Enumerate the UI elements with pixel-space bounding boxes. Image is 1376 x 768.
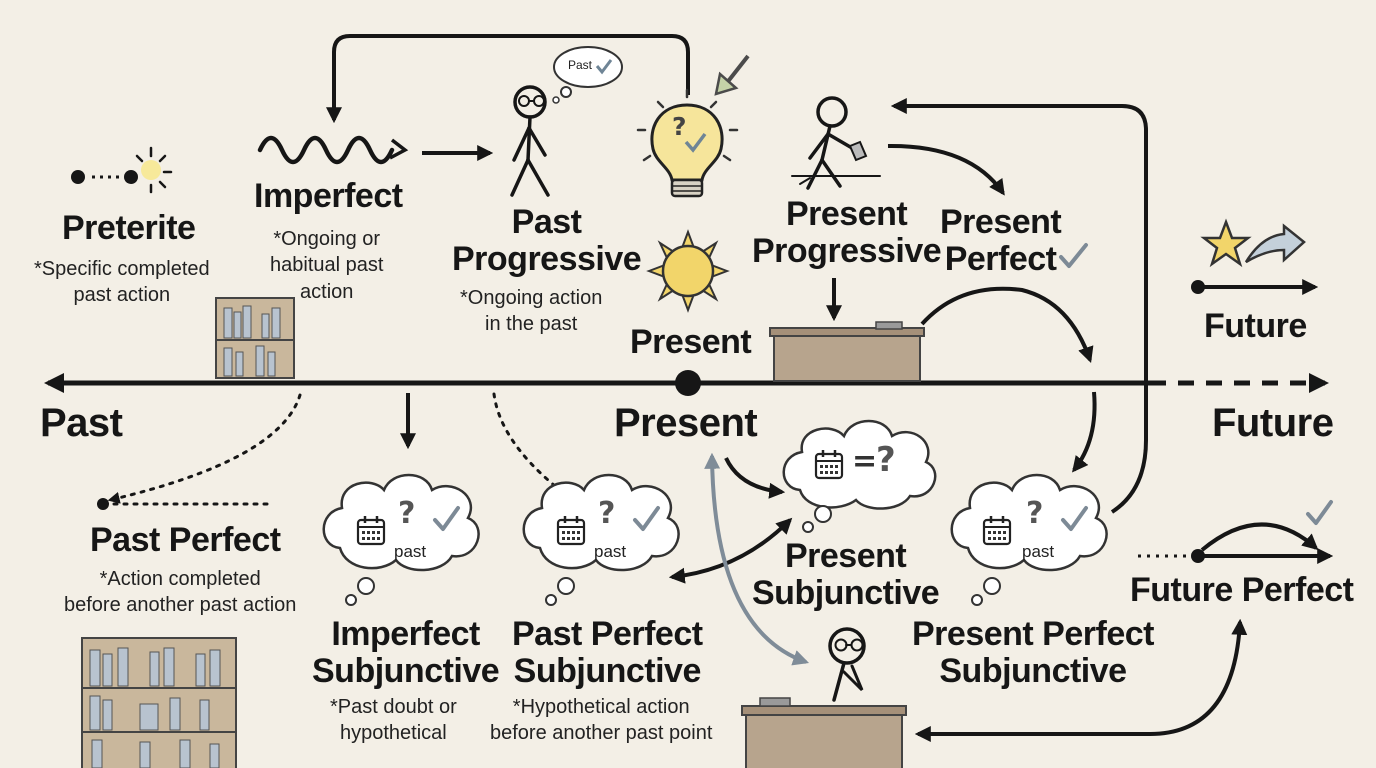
question-icon: ?	[672, 112, 687, 141]
question-icon: ?	[598, 496, 615, 531]
calendar-icon	[356, 514, 386, 546]
preterite-icon	[71, 146, 173, 194]
past-perfect-title: Past Perfect	[90, 521, 281, 559]
thought-cloud-imperfect-subjunctive	[322, 473, 480, 606]
past-progressive-title: Past Progressive	[452, 203, 642, 278]
equals-sign: =	[852, 444, 877, 479]
future-title: Future	[1204, 307, 1307, 345]
past-perfect-note: *Action completed before another past ac…	[64, 568, 297, 617]
past-perfect-subjunctive-title: Past Perfect Subjunctive	[512, 615, 703, 690]
check-icon	[1059, 243, 1088, 268]
thought-cloud-present-perfect-subjunctive	[950, 473, 1108, 606]
imperfect-title: Imperfect	[254, 177, 403, 215]
burst-icon	[135, 146, 173, 194]
imperfect-note: *Ongoing or habitual past action	[270, 228, 384, 303]
cloud-word-past: past	[1022, 542, 1055, 561]
thought-cloud-past-perfect-subjunctive	[522, 473, 680, 606]
bookshelf-icon	[81, 637, 237, 768]
present-perfect-title: Present Perfect	[940, 203, 1062, 278]
sun-icon	[646, 229, 730, 313]
past-perfect-subjunctive-note: *Hypothetical action before another past…	[490, 696, 713, 745]
pointer-arrow-icon	[714, 54, 750, 96]
preterite-note: *Specific completed past action	[34, 258, 210, 307]
arrow-past-perfect	[107, 393, 302, 504]
present-subjunctive-title: Present Subjunctive	[752, 537, 940, 612]
arrow-timeline-to-ppsubj	[1072, 391, 1097, 473]
present-point	[675, 370, 701, 396]
check-icon	[1306, 500, 1333, 525]
imperfect-subjunctive-note: *Past doubt or hypothetical	[330, 696, 457, 745]
calendar-icon	[556, 514, 586, 546]
double-arrow-desk-to-future-perfect	[914, 618, 1248, 742]
arrow-bulb-to-imperfect	[326, 34, 690, 124]
stick-figure-icon	[510, 85, 550, 197]
axis-past-label: Past	[40, 401, 123, 445]
double-arrow-present-to-thinker	[704, 452, 810, 666]
axis-present-label: Present	[614, 401, 758, 445]
arrow-desk-to-timeline	[920, 286, 1094, 364]
star-icon	[1200, 218, 1306, 268]
future-perfect-title: Future Perfect	[1130, 571, 1354, 609]
lightbulb-icon	[636, 88, 739, 198]
present-perfect-subjunctive-title: Present Perfect Subjunctive	[912, 615, 1154, 690]
axis-future-label: Future	[1212, 401, 1334, 445]
past-progressive-note: *Ongoing action in the past	[460, 287, 603, 336]
cloud-word-past: past	[594, 542, 627, 561]
imperfect-subjunctive-title: Imperfect Subjunctive	[312, 615, 500, 690]
question-icon: ?	[876, 440, 896, 480]
timeline-axis	[44, 370, 1329, 396]
bookshelf-icon	[215, 297, 295, 379]
arrow-loop-to-present-progressive	[890, 98, 1148, 514]
calendar-icon	[982, 514, 1012, 546]
question-icon: ?	[398, 496, 415, 531]
stick-figure-icon	[828, 627, 866, 702]
preterite-title: Preterite	[62, 209, 196, 247]
wave-icon	[257, 135, 409, 165]
cloud-word-past: past	[394, 542, 427, 561]
dotted-to-past-perfect-subjunctive	[492, 392, 557, 488]
thought-bubble-past-text: Past	[568, 58, 593, 72]
desk-icon	[741, 697, 907, 768]
thought-bubble-past	[552, 46, 623, 104]
calendar-icon	[814, 448, 844, 480]
present-progressive-title: Present Progressive	[752, 195, 942, 270]
arrow-progressive-to-perfect	[887, 143, 1005, 196]
desk-icon	[769, 321, 925, 382]
stick-figure-icon	[791, 96, 881, 190]
question-icon: ?	[1026, 496, 1043, 531]
arrow-present-to-subjunctive	[724, 457, 786, 499]
present-tense-title: Present	[630, 323, 752, 361]
